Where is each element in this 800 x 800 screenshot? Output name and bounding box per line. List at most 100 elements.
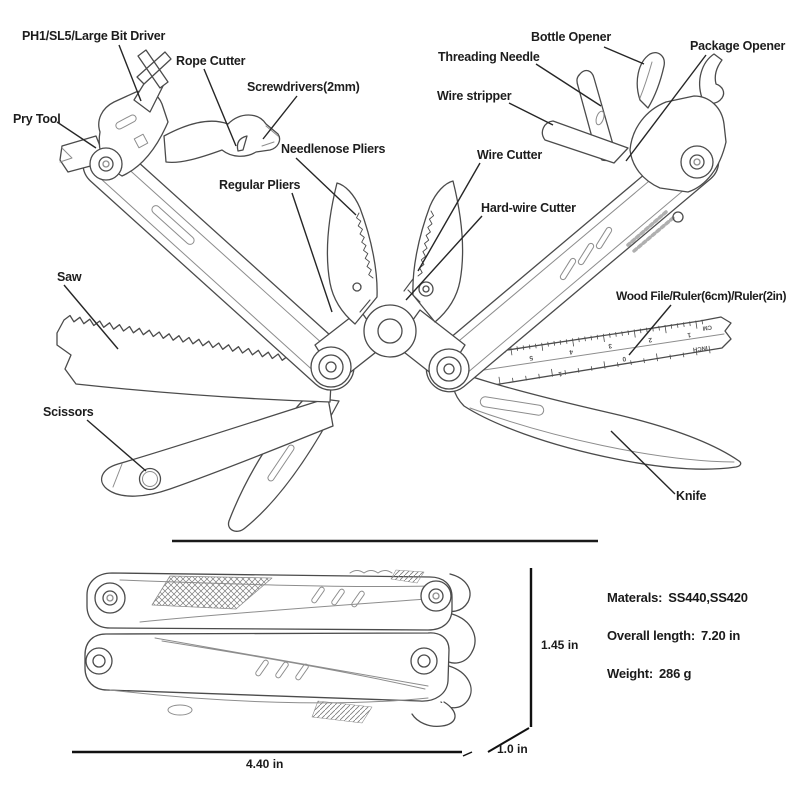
thickness-dimension-label: 1.0 in [497, 742, 528, 756]
spec-weight: Weight: 286 g [607, 666, 797, 681]
leader-knife [610, 430, 676, 495]
closed-slot-5 [275, 661, 289, 679]
length-dimension-label: 4.40 in [246, 757, 284, 771]
leader-bit-driver [118, 44, 142, 102]
pivot-top-left [89, 147, 123, 181]
right-handle-slot-1 [595, 226, 613, 250]
leader-threading-needle [535, 63, 602, 107]
grip-hatch-small-bottom [311, 700, 373, 724]
scissors-blade-line [112, 463, 123, 488]
closed-lower-contours [109, 637, 429, 704]
spec-overall-length: Overall length: 7.20 in [607, 628, 797, 643]
clip-hook-4 [411, 701, 456, 728]
scissors-finger-hole [138, 467, 162, 491]
height-dimension-label: 1.45 in [541, 638, 579, 652]
spec-materials-label: Materals: [607, 590, 663, 605]
leader-screwdrivers [262, 95, 298, 140]
leader-needlenose [295, 157, 357, 216]
right-handle-slot-2 [577, 242, 595, 266]
ruler-cm-number: 1 [687, 331, 692, 338]
wire-stripper-shape [541, 120, 629, 164]
pliers-boss-hole [377, 318, 403, 344]
ruler-cm-number: 5 [529, 354, 534, 361]
label-needlenose-pliers: Needlenose Pliers [281, 142, 386, 156]
knife-blade [452, 370, 742, 470]
left-jaw-serrations [356, 212, 374, 279]
ruler-inch-unit-label: INCH [692, 344, 707, 352]
ruler-markings: 5 4 3 2 1 1 0 CM INCH [529, 323, 713, 377]
spec-weight-label: Weight: [607, 666, 654, 681]
label-wire-stripper: Wire stripper [437, 89, 512, 103]
philips-bit-tip [136, 49, 172, 89]
pivot-top-right [680, 145, 714, 179]
closed-upper-contour [119, 579, 441, 623]
leader-rope-cutter [203, 68, 237, 147]
label-rope-cutter: Rope Cutter [176, 54, 246, 68]
bottle-opener-hook-line [639, 61, 653, 99]
knife-nail-slot [479, 396, 545, 416]
leader-wire-stripper [508, 102, 554, 126]
closed-pivot-bottom-right [410, 647, 438, 675]
closed-pivot-bottom-left [85, 647, 113, 675]
right-handle-slot-3 [559, 257, 577, 281]
leader-saw [63, 284, 119, 350]
spec-weight-value: 286 g [659, 666, 692, 681]
spec-overall-length-value: 7.20 in [701, 628, 741, 643]
spec-materials-value: SS440,SS420 [668, 590, 748, 605]
knife-bevel-line [469, 407, 735, 463]
scissors-blade [100, 397, 334, 497]
bit-driver-slot [115, 114, 137, 130]
leader-pry-tool [56, 121, 97, 149]
label-threading-needle: Threading Needle [438, 50, 540, 64]
spec-list: Materals: SS440,SS420 Overall length: 7.20… [607, 590, 797, 704]
label-knife: Knife [676, 489, 707, 503]
leader-lines [56, 44, 707, 495]
spec-overall-length-label: Overall length: [607, 628, 696, 643]
right-jaw-serrations [417, 210, 435, 277]
label-regular-pliers: Regular Pliers [219, 178, 301, 192]
clip-hook-2 [443, 613, 476, 664]
pivot-bottom-left [310, 346, 352, 388]
right-jaw-screw [418, 281, 434, 297]
pry-tool-fork-lines [59, 147, 73, 163]
pivot-bottom-right [428, 348, 470, 390]
closed-pivot-top-right [420, 580, 452, 612]
closed-slot-4 [255, 659, 269, 677]
leader-package-opener [625, 54, 707, 162]
label-saw: Saw [57, 270, 82, 284]
left-handle-inner-lines [99, 155, 335, 376]
left-jaw-hole [352, 282, 362, 292]
ruler-inch-ticks [498, 345, 711, 385]
bit-driver-square-hole [133, 133, 149, 149]
label-screwdrivers: Screwdrivers(2mm) [247, 80, 360, 94]
leader-hard-wire-cutter [405, 215, 483, 301]
label-package-opener: Package Opener [690, 39, 786, 53]
thickness-dimension-line [487, 727, 530, 753]
wire-cutter-notches [359, 278, 421, 313]
right-jaw-screw-inner [422, 285, 430, 293]
leader-bottle-opener [603, 46, 645, 65]
dimension-lines [72, 568, 533, 757]
ruler-midline [463, 333, 725, 374]
label-bit-driver: PH1/SL5/Large Bit Driver [22, 29, 166, 43]
left-handle-slot [151, 205, 195, 245]
right-handle-inner-lines [440, 149, 705, 380]
bottle-opener-shape [636, 52, 665, 109]
threading-needle-eye [595, 110, 605, 126]
left-plier-jaw [326, 182, 378, 325]
leader-ruler [628, 304, 672, 356]
right-cluster-screw [672, 211, 684, 223]
closed-oval-hole [167, 704, 193, 716]
saw-blade [56, 314, 332, 403]
closed-pivot-top-left [94, 582, 126, 614]
spec-materials: Materals: SS440,SS420 [607, 590, 797, 605]
label-wood-file-ruler: Wood File/Ruler(6cm)/Ruler(2in) [616, 289, 787, 303]
flat-screwdriver-tip-lines [261, 125, 279, 147]
leader-wire-cutter [417, 162, 481, 272]
thickness-dimension-tick [462, 751, 473, 757]
label-hard-wire-cutter: Hard-wire Cutter [481, 201, 576, 215]
right-plier-jaw [412, 180, 464, 323]
right-handle-grip-texture [626, 210, 675, 253]
ruler-cm-number: 3 [608, 342, 613, 349]
